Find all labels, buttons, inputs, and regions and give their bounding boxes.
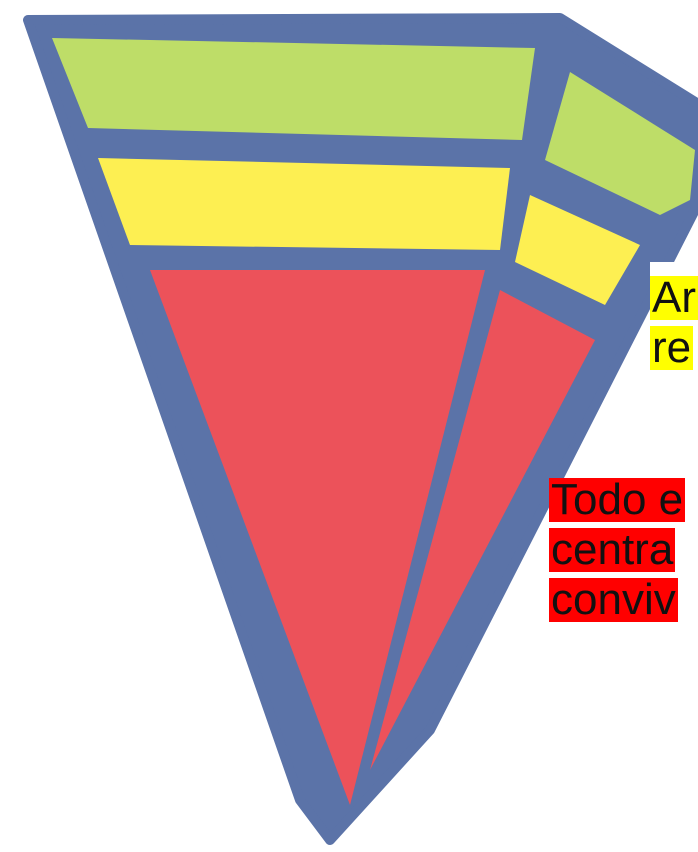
red-label-line-1: Todo e xyxy=(549,475,686,524)
yellow-label-line-2: re xyxy=(650,323,694,372)
yellow-label-line-1: Ar xyxy=(650,273,698,322)
red-label-line-3: conviv xyxy=(549,575,678,624)
right-yellow-band xyxy=(515,195,640,305)
right-green-band xyxy=(545,72,695,215)
left-red-core xyxy=(150,270,485,805)
left-green-band xyxy=(52,38,535,140)
red-layer-label: Todo e centra conviv xyxy=(549,478,698,628)
red-label-line-2: centra xyxy=(549,525,676,574)
right-red-core xyxy=(370,290,595,770)
yellow-layer-label: Ar re xyxy=(650,262,698,426)
left-yellow-band xyxy=(98,158,510,250)
